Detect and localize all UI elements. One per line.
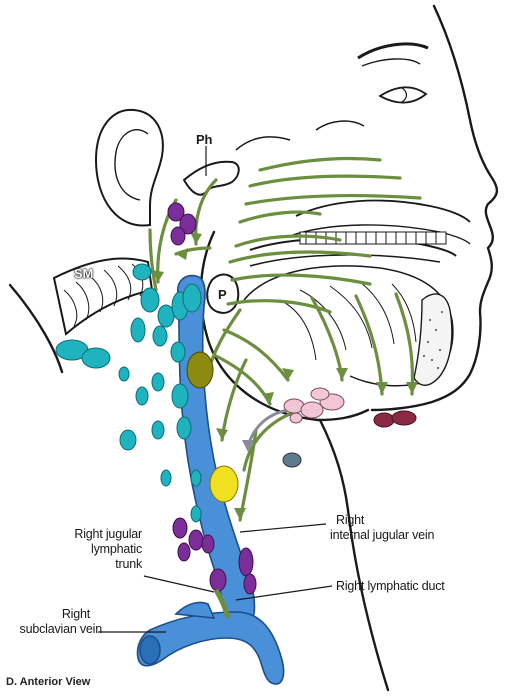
submental-nodes (374, 411, 416, 427)
pharynx-outline (184, 162, 239, 195)
rijv-line-1: Right (330, 513, 434, 528)
rsv-line-1: Right (6, 607, 102, 622)
jaw-line (201, 232, 318, 420)
subclavian-vein-lumen (140, 636, 160, 664)
right-internal-jugular-vein-label: Right internal jugular vein (330, 513, 434, 543)
pharynx-label: Ph (196, 132, 212, 147)
jugulodigastric-node (187, 352, 213, 388)
rjlt-line-3: trunk (34, 557, 142, 572)
right-subclavian-vein-label: Right subclavian vein (6, 607, 102, 637)
chin-lower-line (318, 410, 368, 420)
back-neck-line (10, 285, 62, 372)
rijv-line-2: internal jugular vein (330, 528, 434, 543)
eyebrow (358, 44, 428, 58)
sm-muscle-label: SM (74, 266, 93, 281)
deep-node-slate (283, 453, 301, 467)
view-caption: D. Anterior View (6, 676, 90, 688)
rjlt-line-2: lymphatic (34, 542, 142, 557)
eye-region (358, 44, 428, 103)
right-lymphatic-duct-label: Right lymphatic duct (336, 579, 445, 594)
submandibular-nodes (284, 388, 344, 423)
neck-front-line (320, 420, 388, 690)
rsv-line-2: subclavian vein (6, 622, 102, 637)
parotid-label: P (218, 287, 226, 302)
eye (380, 87, 426, 102)
jugulo-omohyoid-node (210, 466, 238, 502)
rjlt-line-1: Right jugular (34, 527, 142, 542)
ear (96, 110, 163, 226)
mandible (414, 294, 452, 385)
right-jugular-lymphatic-trunk-label: Right jugular lymphatic trunk (34, 527, 142, 572)
